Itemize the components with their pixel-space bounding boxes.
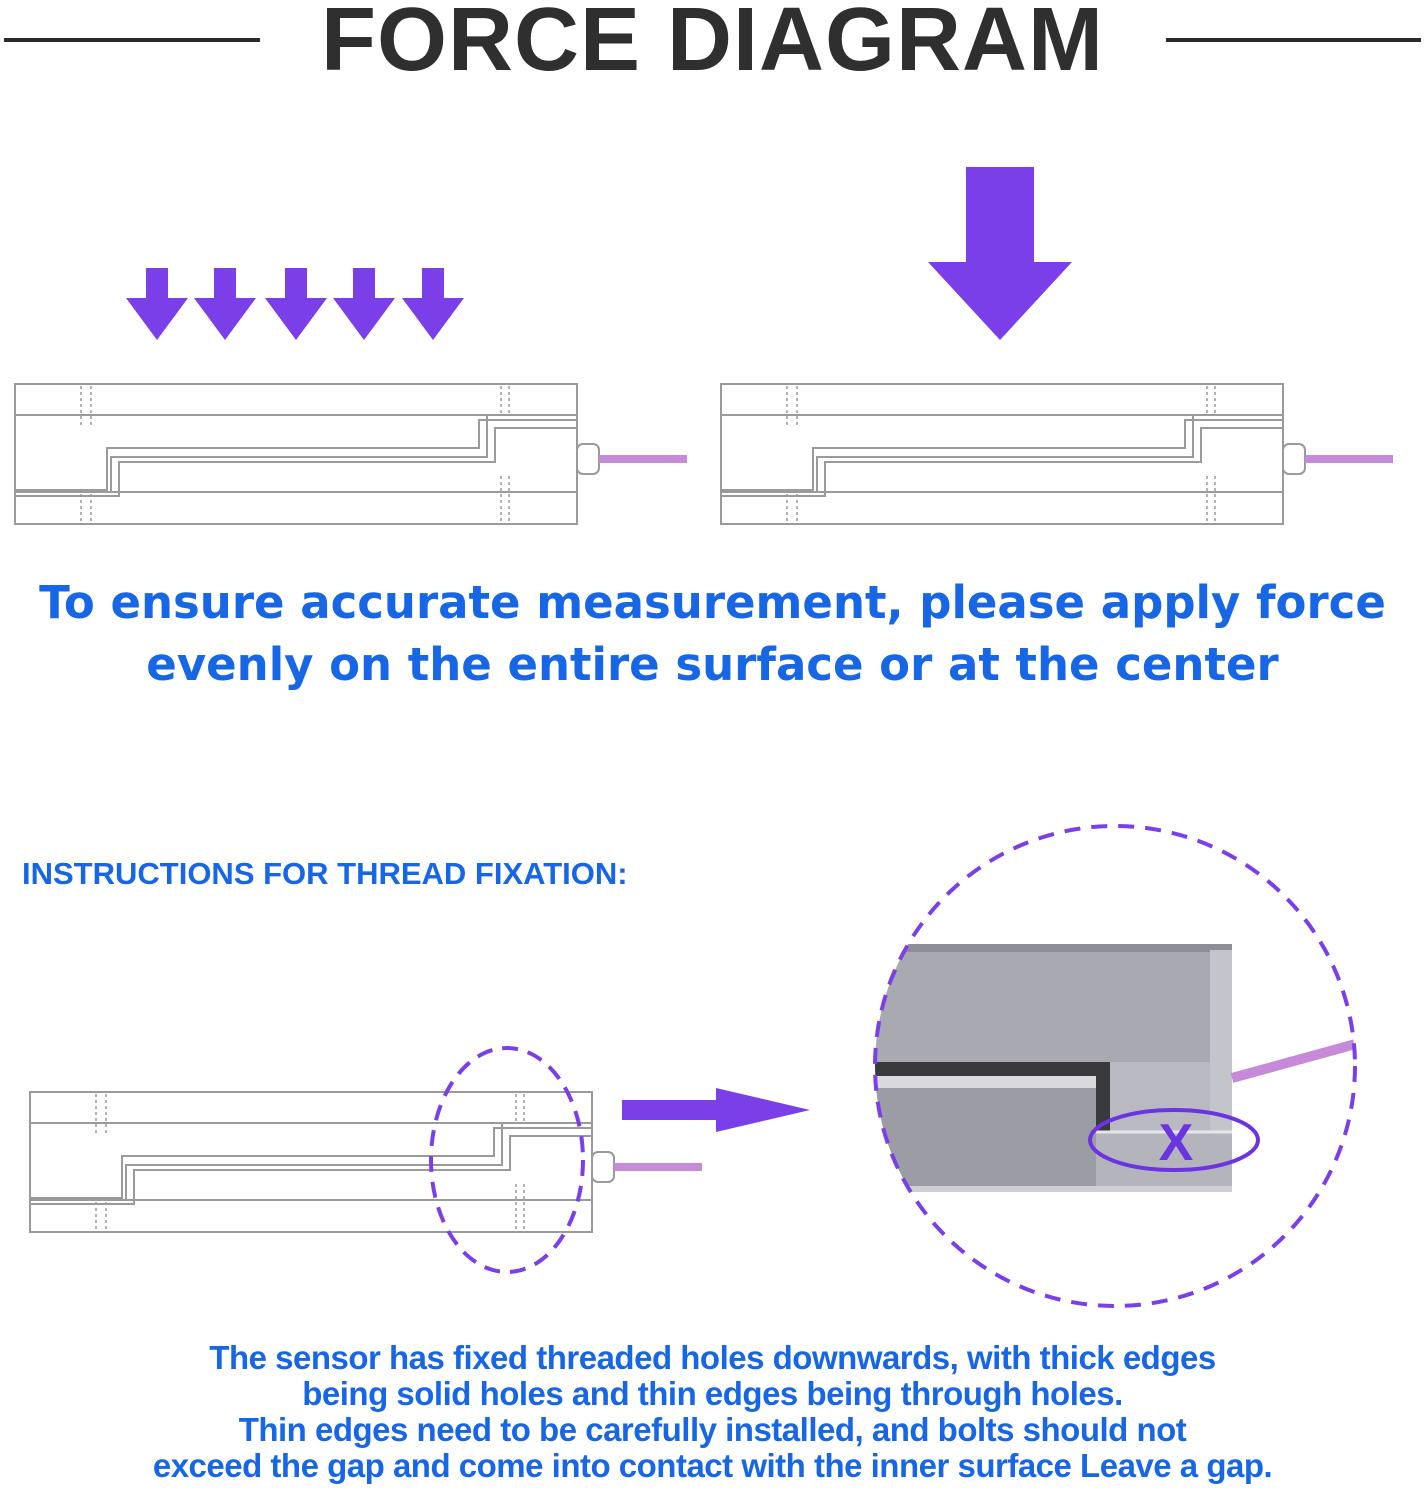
- thread-caption-line-3: Thin edges need to be carefully installe…: [238, 1411, 1187, 1448]
- force-caption-line-1: To ensure accurate measurement, please a…: [39, 576, 1386, 629]
- force-caption-line-2: evenly on the entire surface or at the c…: [146, 638, 1279, 691]
- force-caption: To ensure accurate measurement, please a…: [0, 572, 1425, 696]
- force-arrow-1: [126, 268, 188, 340]
- gap-mark-x: X: [1159, 1114, 1194, 1172]
- thread-caption-line-2: being solid holes and thin edges being t…: [302, 1375, 1123, 1412]
- thread-caption-line-1: The sensor has fixed threaded holes down…: [209, 1339, 1216, 1376]
- force-arrow-2: [194, 268, 256, 340]
- thread-heading: INSTRUCTIONS FOR THREAD FIXATION:: [22, 856, 628, 891]
- sensor-thread: [30, 1092, 702, 1232]
- gap-mark-ellipse: [1088, 1108, 1260, 1172]
- force-arrow-3: [265, 268, 327, 340]
- zoom-arrow: [622, 1088, 810, 1132]
- sensor-right: [721, 384, 1393, 524]
- highlight-ellipse: [429, 1046, 585, 1274]
- sensor-left: [15, 384, 687, 524]
- title-line-right: [1166, 38, 1421, 42]
- zoom-detail: [873, 824, 1357, 1308]
- title-line-left: [4, 38, 260, 42]
- thread-caption: The sensor has fixed threaded holes down…: [0, 1340, 1425, 1484]
- force-arrow-4: [333, 268, 395, 340]
- page-title: FORCE DIAGRAM: [321, 0, 1104, 90]
- center-force-arrow: [928, 167, 1072, 340]
- thread-caption-line-4: exceed the gap and come into contact wit…: [152, 1447, 1273, 1484]
- force-arrow-5: [402, 268, 464, 340]
- title-row: FORCE DIAGRAM: [0, 0, 1425, 86]
- distributed-force-arrows: [126, 268, 464, 340]
